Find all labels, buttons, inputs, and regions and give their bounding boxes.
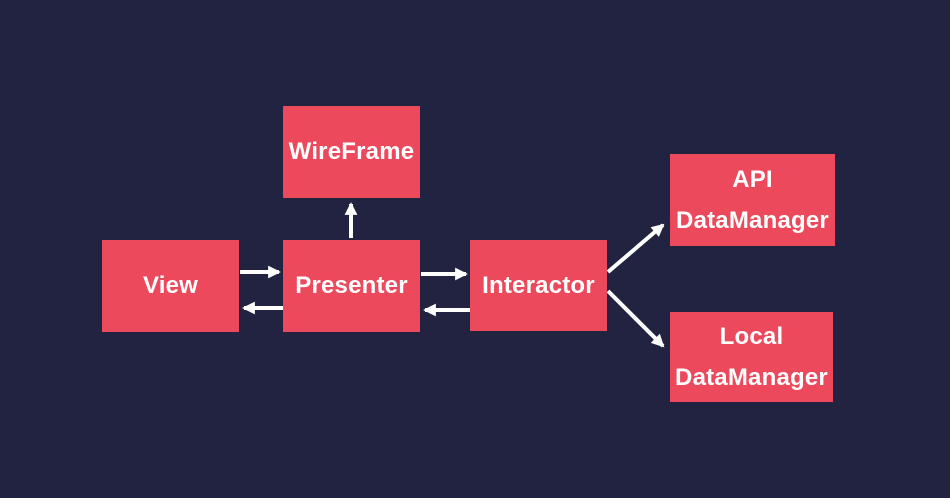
node-api-datamanager-label-line2: DataManager <box>676 207 829 234</box>
node-api-datamanager-label-line1: API <box>732 166 773 193</box>
node-local-datamanager-label-line2: DataManager <box>675 364 828 391</box>
node-view-label: View <box>142 272 199 299</box>
node-interactor-label: Interactor <box>482 271 595 299</box>
node-api-datamanager: API DataManager <box>670 154 835 246</box>
node-local-datamanager: Local DataManager <box>670 312 833 402</box>
arrow-interactor-to-local-datamanager <box>606 289 665 348</box>
arrow-interactor-to-api-datamanager <box>606 223 665 274</box>
node-wireframe-label: WireFrame <box>288 138 415 165</box>
node-wireframe: WireFrame <box>283 106 420 198</box>
node-local-datamanager-label-line1: Local <box>719 323 784 350</box>
node-presenter-label: Presenter <box>295 272 408 299</box>
node-presenter: Presenter <box>283 240 420 332</box>
node-view: View <box>102 240 239 332</box>
node-interactor: Interactor <box>470 240 607 331</box>
